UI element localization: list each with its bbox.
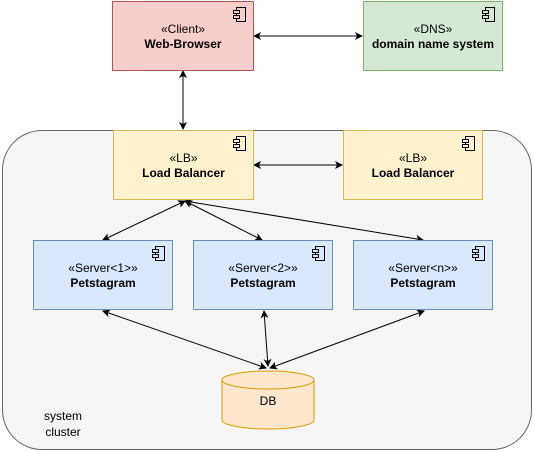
server-2-node[interactable]: «Server<2>» Petstagram: [193, 240, 333, 310]
component-icon: [233, 7, 247, 23]
component-icon: [312, 246, 326, 262]
load-balancer-primary-node[interactable]: «LB» Load Balancer: [113, 130, 254, 200]
node-stereotype: «Client»: [160, 22, 206, 36]
node-stereotype: «Server<2>»: [228, 261, 298, 275]
edge-server2-db: [260, 310, 272, 367]
edge-server1-db: [102, 309, 267, 370]
node-stereotype: «LB»: [169, 151, 198, 165]
node-name: Petstagram: [70, 276, 136, 290]
node-name: Petstagram: [390, 276, 456, 290]
component-icon: [462, 136, 476, 152]
db-label: DB: [259, 394, 277, 408]
cylinder-rim: [221, 379, 315, 390]
node-name: Load Balancer: [371, 166, 455, 180]
dns-node[interactable]: «DNS» domain name system: [363, 1, 503, 71]
component-icon: [233, 136, 247, 152]
server-1-node[interactable]: «Server<1>» Petstagram: [33, 240, 173, 310]
edge-lb-servern: [184, 198, 424, 243]
cylinder-icon: [221, 370, 315, 430]
component-icon: [152, 246, 166, 262]
node-stereotype: «Server<1>»: [68, 261, 138, 275]
system-cluster-label: system cluster: [43, 409, 82, 439]
component-icon: [472, 246, 486, 262]
database-cylinder[interactable]: [221, 370, 315, 430]
node-stereotype: «Server<n>»: [388, 261, 458, 275]
client-node[interactable]: «Client» Web-Browser: [112, 1, 254, 71]
edge-servern-db: [269, 309, 425, 370]
node-name: Load Balancer: [142, 166, 225, 180]
edge-lb-server1: [102, 200, 186, 241]
node-stereotype: «DNS»: [413, 22, 453, 36]
node-name: domain name system: [371, 37, 495, 51]
load-balancer-secondary-node[interactable]: «LB» Load Balancer: [343, 130, 483, 200]
node-name: Petstagram: [230, 276, 296, 290]
node-stereotype: «LB»: [398, 151, 428, 165]
component-icon: [482, 7, 496, 23]
server-n-node[interactable]: «Server<n>» Petstagram: [353, 240, 493, 310]
node-name: Web-Browser: [144, 37, 222, 51]
